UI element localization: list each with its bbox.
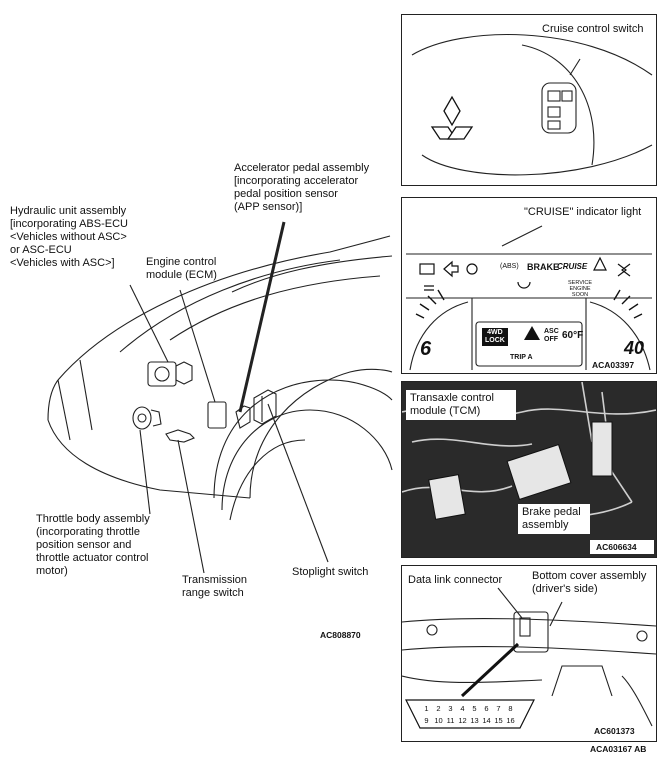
label-transmission-range-switch: Transmission range switch — [182, 574, 247, 599]
dlc-pin: 15 — [494, 716, 503, 725]
gauge-right-number: 40 — [624, 338, 645, 358]
dlc-pin: 13 — [470, 716, 479, 725]
dlc-pin: 12 — [458, 716, 467, 725]
throttle-body — [132, 406, 152, 430]
dlc-drawing — [402, 587, 656, 729]
front-wheel — [221, 409, 393, 511]
accelerator-pedal — [235, 405, 251, 429]
dlc-pin: 14 — [482, 716, 491, 725]
figure-code: ACA03167 AB — [590, 744, 647, 754]
trip-readout: TRIP A — [510, 354, 533, 361]
stoplight-switch — [253, 389, 277, 425]
cluster-drawing — [406, 225, 652, 371]
temperature-readout: 60°F — [562, 330, 584, 341]
label-throttle-body: Throttle body assembly (incorporating th… — [36, 513, 150, 577]
tcm-module — [506, 444, 572, 500]
cruise-lamp: CRUISE — [557, 262, 588, 271]
dlc-pin: 8 — [508, 704, 513, 713]
4wd-lock-indicator: 4WD LOCK — [482, 328, 508, 346]
label-cruise-indicator: "CRUISE" indicator light — [524, 206, 642, 218]
dlc-pin: 10 — [434, 716, 443, 725]
dlc-pin: 9 — [424, 716, 429, 725]
car-body-outline — [57, 235, 391, 381]
label-ecm: Engine control module (ECM) — [146, 256, 217, 281]
dlc-pin: 1 — [424, 704, 429, 713]
dlc-pin: 2 — [436, 704, 441, 713]
label-brake-pedal: Brake pedal assembly — [522, 506, 581, 531]
asc-off-indicator: ASC OFF — [544, 328, 559, 343]
hydraulic-unit — [147, 361, 177, 387]
panel-cruise-switch: Cruise control switch — [401, 14, 657, 186]
label-cruise-control-switch: Cruise control switch — [542, 23, 644, 35]
mitsubishi-logo-icon — [430, 95, 474, 140]
warning-triangle-icon — [524, 326, 540, 340]
transmission-range-switch — [165, 429, 195, 443]
label-stoplight-switch: Stoplight switch — [292, 566, 369, 578]
service-engine-lamp: SERVICE ENGINE SOON — [568, 280, 593, 298]
dlc-figure-code: AC601373 — [594, 726, 635, 736]
dlc-pin: 4 — [460, 704, 465, 713]
tcm-photo-drawing — [402, 382, 656, 557]
label-bottom-cover: Bottom cover assembly (driver's side) — [532, 570, 647, 595]
abs-lamp: (ABS) — [500, 263, 519, 270]
panel-instrument-cluster: "CRUISE" indicator light (ABS) BRAKE CRU… — [401, 197, 657, 374]
cluster-figure-code: ACA03397 — [592, 360, 635, 370]
warning-lamp-icons — [419, 256, 631, 291]
panel-data-link-connector: Data link connector Bottom cover assembl… — [401, 565, 657, 742]
label-tcm: Transaxle control module (TCM) — [410, 392, 494, 417]
dlc-pin: 7 — [496, 704, 501, 713]
tcm-figure-code: AC606634 — [596, 542, 637, 552]
brake-lamp: BRAKE — [527, 262, 560, 272]
ecm — [207, 401, 227, 429]
main-figure-code: AC808870 — [320, 630, 361, 640]
dlc-connector-outline — [405, 699, 535, 729]
label-data-link-connector: Data link connector — [408, 574, 503, 586]
label-hydraulic-unit: Hydraulic unit assembly [incorporating A… — [10, 205, 128, 269]
gauge-left-number: 6 — [420, 338, 432, 360]
panel-tcm: Transaxle control module (TCM) Brake ped… — [401, 381, 657, 558]
dlc-pin: 3 — [448, 704, 453, 713]
dlc-pin: 5 — [472, 704, 477, 713]
dlc-pin: 16 — [506, 716, 515, 725]
steering-wheel-drawing — [411, 34, 653, 176]
dlc-pin: 6 — [484, 704, 489, 713]
label-accelerator-pedal: Accelerator pedal assembly [incorporatin… — [234, 162, 370, 213]
dlc-pin: 11 — [446, 716, 455, 725]
